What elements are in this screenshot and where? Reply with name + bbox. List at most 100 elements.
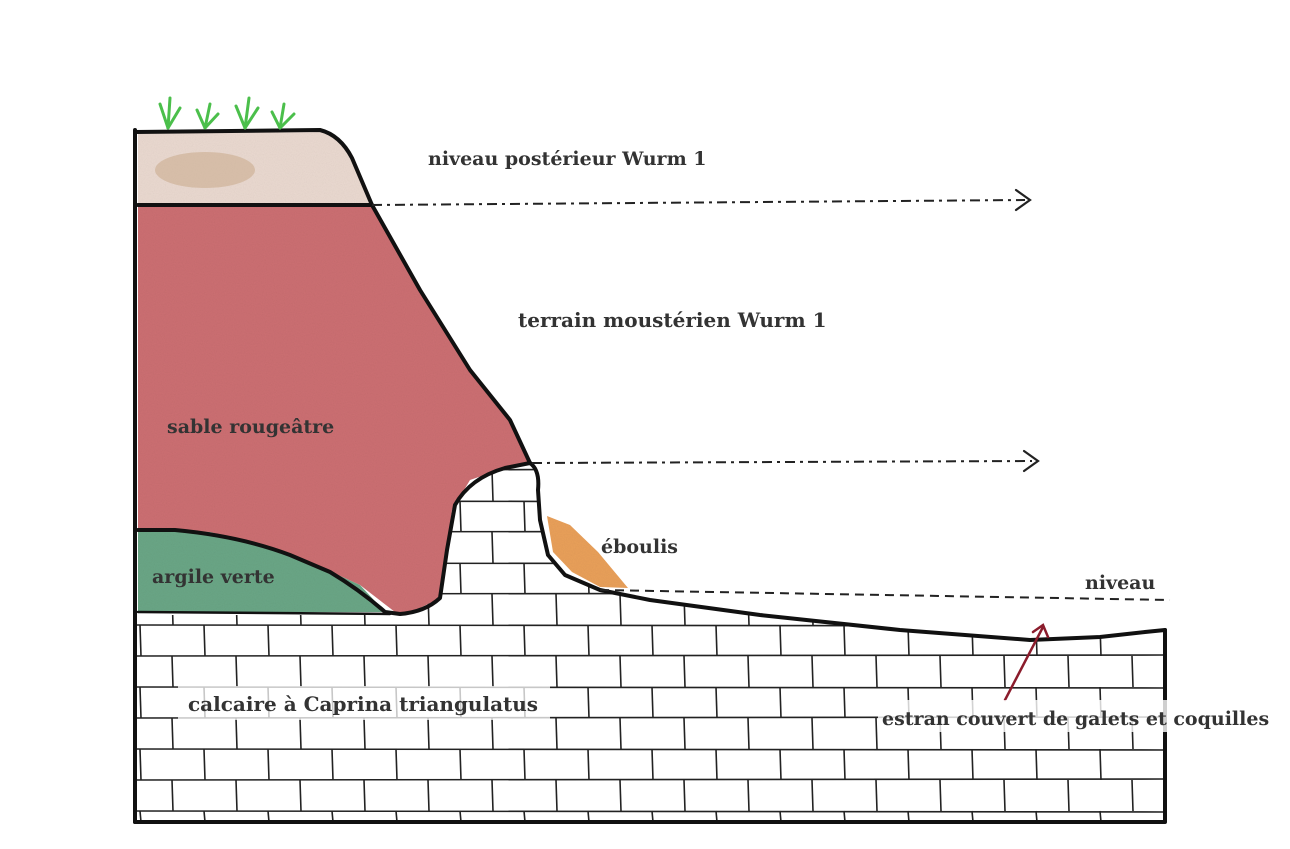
brick-joint-line: [876, 594, 877, 625]
brick-joint-line: [940, 780, 941, 811]
brick-joint-line: [780, 749, 781, 780]
brick-joint-line: [236, 718, 237, 749]
brick-course-line: [135, 625, 1165, 626]
brick-joint-line: [940, 532, 941, 563]
level-line-middle: [532, 461, 1032, 463]
arrowheads: [1016, 190, 1038, 471]
brick-joint-line: [1100, 749, 1101, 780]
brick-joint-line: [172, 780, 173, 811]
brick-joint-line: [1132, 470, 1133, 501]
brick-joint-line: [236, 656, 237, 687]
brick-joint-line: [780, 687, 781, 718]
brick-joint-line: [1004, 594, 1005, 625]
brick-joint-line: [460, 501, 461, 532]
brick-joint-line: [492, 656, 493, 687]
brick-joint-line: [652, 563, 653, 594]
brick-joint-line: [460, 625, 461, 656]
brick-joint-line: [1068, 780, 1069, 811]
brick-joint-line: [620, 718, 621, 749]
brick-joint-line: [652, 625, 653, 656]
brick-joint-line: [876, 470, 877, 501]
brick-joint-line: [1068, 656, 1069, 687]
brick-joint-line: [684, 470, 685, 501]
level-line-upper: [372, 200, 1025, 205]
brick-joint-line: [716, 749, 717, 780]
brick-joint-line: [940, 594, 941, 625]
brick-joint-line: [1100, 501, 1101, 532]
brick-joint-line: [1132, 532, 1133, 563]
brick-joint-line: [844, 687, 845, 718]
estran-arrow: [1005, 625, 1048, 700]
brick-joint-line: [364, 656, 365, 687]
brick-joint-line: [556, 594, 557, 625]
brick-joint-line: [396, 749, 397, 780]
brick-joint-line: [172, 718, 173, 749]
brick-joint-line: [428, 718, 429, 749]
brick-joint-line: [492, 780, 493, 811]
brick-joint-line: [556, 656, 557, 687]
brick-joint-line: [492, 532, 493, 563]
brick-joint-line: [524, 749, 525, 780]
brick-joint-line: [844, 563, 845, 594]
brick-joint-line: [620, 780, 621, 811]
brick-joint-line: [588, 749, 589, 780]
label-calcaire: calcaire à Caprina triangulatus: [188, 692, 538, 716]
label-estran: estran couvert de galets et coquilles: [882, 708, 1269, 730]
brick-joint-line: [908, 749, 909, 780]
brick-joint-line: [812, 470, 813, 501]
brick-joint-line: [876, 718, 877, 749]
brick-joint-line: [492, 594, 493, 625]
brick-joint-line: [1036, 563, 1037, 594]
brick-joint-line: [492, 718, 493, 749]
label-sable: sable rougeâtre: [167, 416, 334, 438]
brick-joint-line: [140, 625, 141, 656]
brick-joint-line: [428, 780, 429, 811]
brick-joint-line: [236, 780, 237, 811]
brick-joint-line: [524, 563, 525, 594]
brick-joint-line: [620, 470, 621, 501]
brick-joint-line: [684, 718, 685, 749]
brick-joint-line: [620, 656, 621, 687]
brick-joint-line: [460, 749, 461, 780]
brick-joint-line: [876, 780, 877, 811]
grass-tufts: [160, 98, 294, 128]
brick-joint-line: [204, 749, 205, 780]
brick-joint-line: [780, 501, 781, 532]
label-niveau: niveau: [1085, 572, 1155, 594]
brick-joint-line: [876, 532, 877, 563]
brick-joint-line: [716, 563, 717, 594]
brick-joint-line: [364, 718, 365, 749]
brick-joint-line: [684, 594, 685, 625]
brick-joint-line: [588, 625, 589, 656]
brick-course-line: [135, 655, 1165, 656]
brick-joint-line: [652, 501, 653, 532]
brick-joint-line: [812, 656, 813, 687]
brick-joint-line: [780, 563, 781, 594]
brick-joint-line: [300, 780, 301, 811]
brick-joint-line: [1036, 501, 1037, 532]
brick-joint-line: [300, 718, 301, 749]
topsoil-brown-patch: [155, 152, 255, 188]
brick-joint-line: [588, 687, 589, 718]
brick-joint-line: [972, 625, 973, 656]
brick-joint-line: [684, 532, 685, 563]
brick-joint-line: [940, 470, 941, 501]
brick-joint-line: [716, 687, 717, 718]
brick-joint-line: [812, 532, 813, 563]
brick-joint-line: [1164, 501, 1165, 532]
brick-joint-line: [556, 718, 557, 749]
label-terrain-mousterien: terrain moustérien Wurm 1: [518, 308, 827, 332]
brick-joint-line: [716, 625, 717, 656]
brick-joint-line: [716, 501, 717, 532]
brick-joint-line: [748, 594, 749, 625]
brick-joint-line: [652, 749, 653, 780]
brick-joint-line: [1004, 532, 1005, 563]
brick-joint-line: [268, 625, 269, 656]
brick-joint-line: [844, 625, 845, 656]
brick-joint-line: [428, 656, 429, 687]
brick-joint-line: [524, 501, 525, 532]
brick-joint-line: [556, 470, 557, 501]
brick-course-line: [135, 749, 1165, 750]
brick-joint-line: [1004, 780, 1005, 811]
